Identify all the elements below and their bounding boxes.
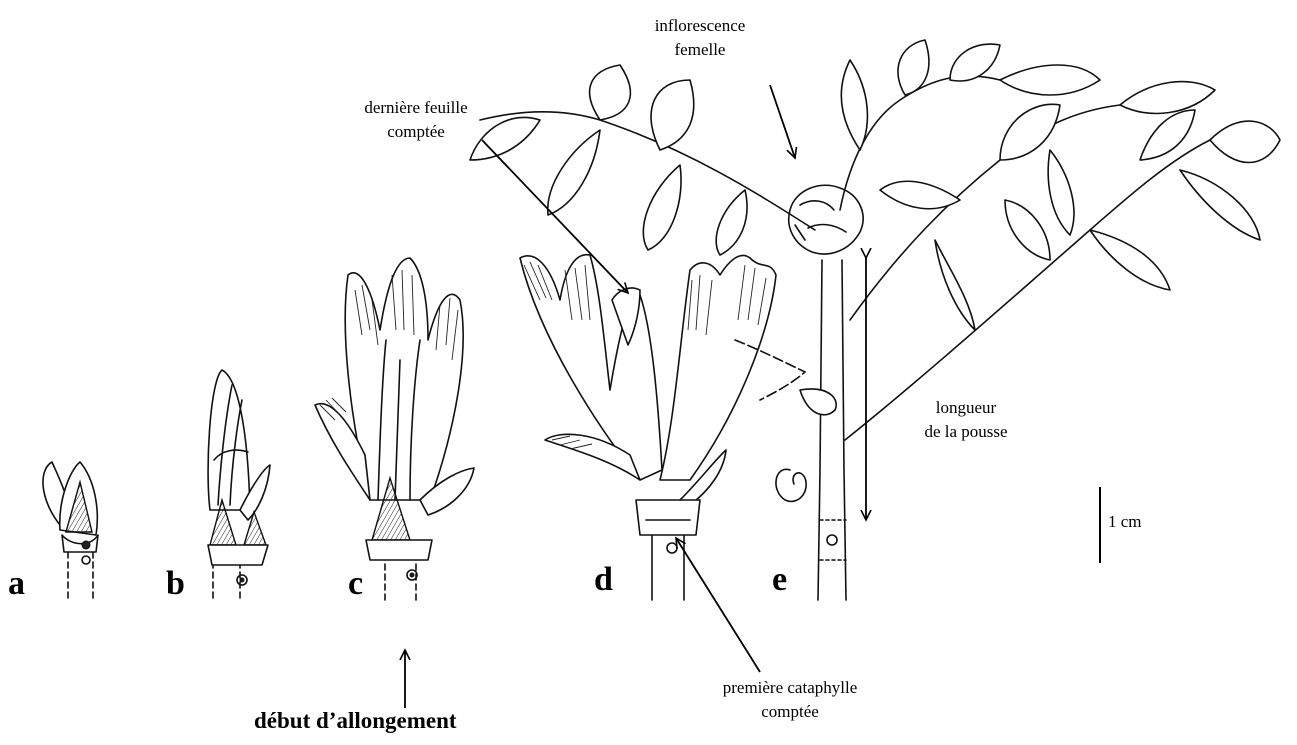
derniere-feuille-label: dernière feuille comptée [326,96,506,144]
longueur-label: longueur de la pousse [886,396,1046,444]
premiere-cataphylle-arrow [676,538,760,672]
bud-stage-d [520,255,776,600]
scale-label: 1 cm [1108,510,1188,534]
stage-label-a: a [8,566,25,602]
inflorescence-label: inflorescence femelle [620,14,780,62]
stage-label-d: d [594,562,613,598]
derniere-feuille-arrow [482,140,628,293]
inflorescence-arrow [770,85,795,158]
stage-label-e: e [772,562,787,598]
debut-allongement-caption: début d’allongement [254,708,457,734]
stage-label-c: c [348,566,363,602]
premiere-cataphylle-label: première cataphylle comptée [680,676,900,724]
bud-stage-c [315,258,474,600]
bud-stage-b [208,370,270,598]
stage-label-b: b [166,566,185,602]
bud-stage-a [43,462,98,598]
